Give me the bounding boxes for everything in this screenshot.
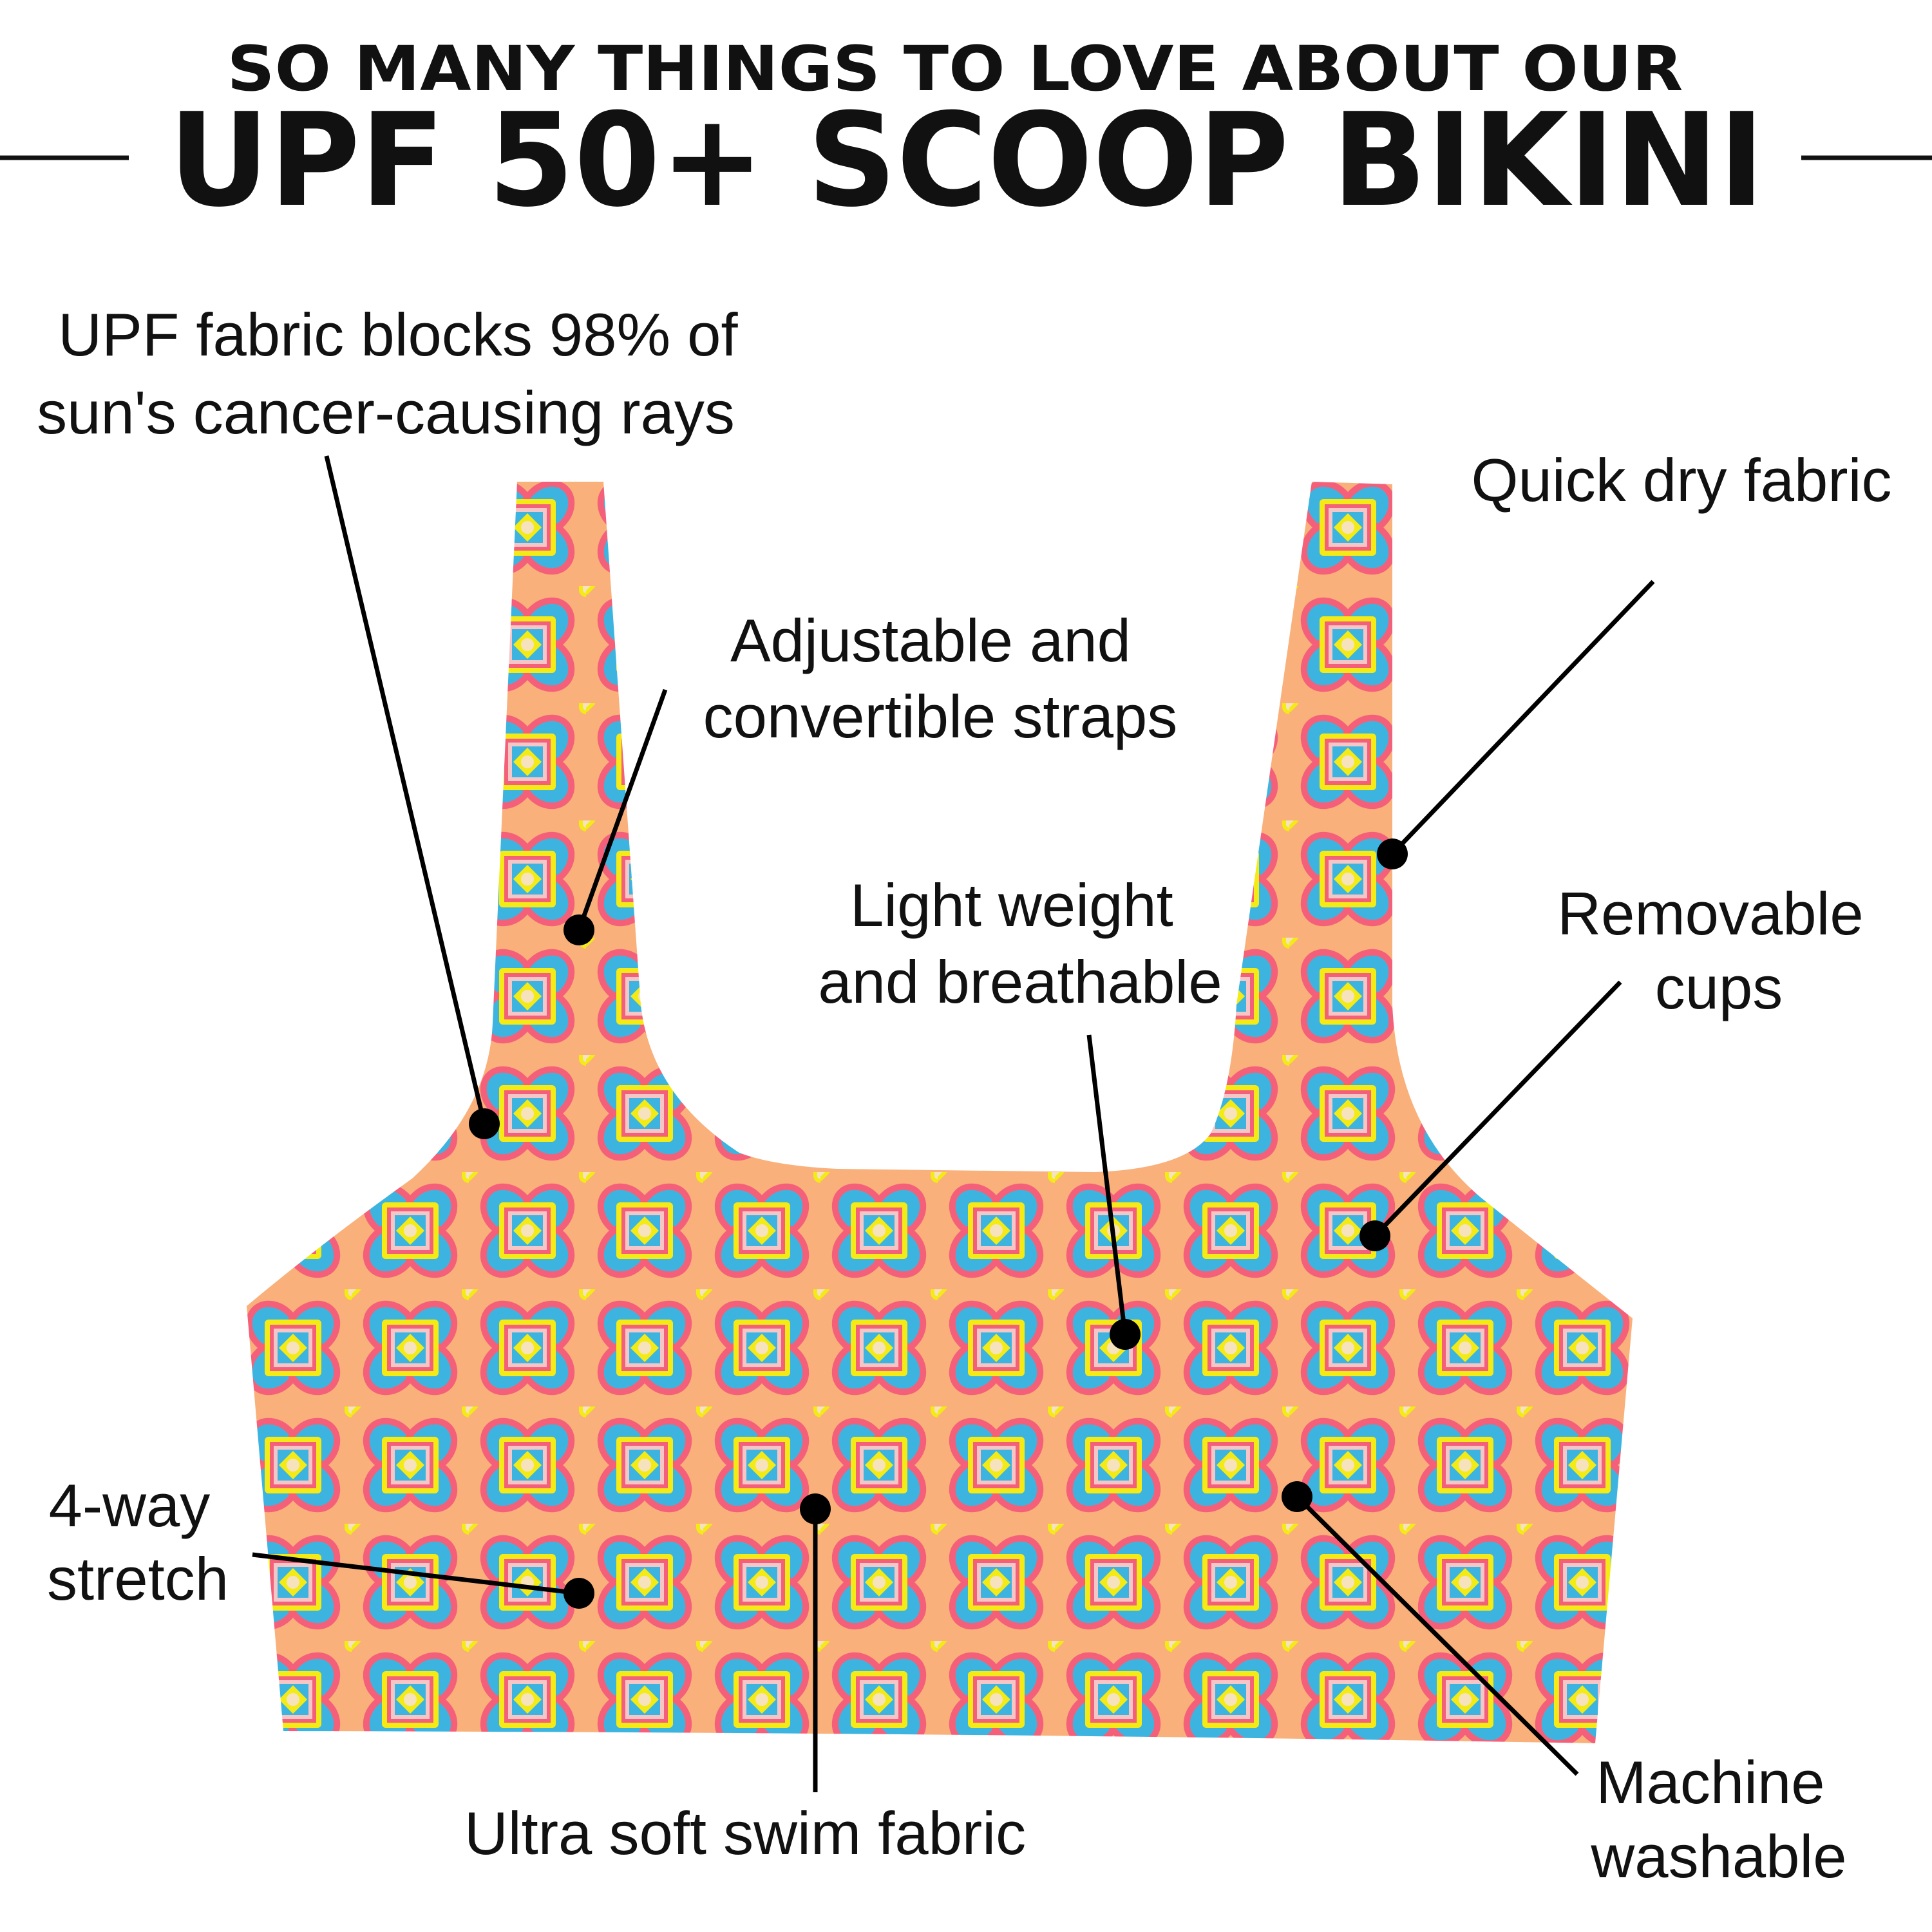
callout-soft — [800, 1493, 831, 1792]
callout-quick-dry — [1377, 580, 1655, 869]
feature-label-washable: Machine washable — [1590, 1748, 1846, 1890]
feature-label-lightweight: Light weight and breathable — [818, 871, 1222, 1016]
header-subtitle: SO MANY THINGS TO LOVE ABOUT OUR — [227, 33, 1683, 105]
feature-label-soft: Ultra soft swim fabric — [464, 1799, 1026, 1867]
feature-label-straps: Adjustable and convertible straps — [703, 607, 1178, 750]
feature-label-upf: UPF fabric blocks 98% of sun's cancer-ca… — [37, 301, 755, 446]
callout-straps — [564, 688, 668, 945]
callout-stretch — [252, 1552, 594, 1609]
callout-washable — [1282, 1481, 1579, 1776]
callout-upf — [324, 455, 500, 1139]
feature-label-cups: Removable cups — [1557, 880, 1880, 1021]
feature-label-quick-dry: Quick dry fabric — [1472, 446, 1892, 514]
header-title: UPF 50+ SCOOP BIKINI — [169, 86, 1765, 236]
callout-lightweight — [1086, 1034, 1141, 1350]
bikini-top-image — [247, 482, 1633, 1743]
callout-cups — [1359, 980, 1622, 1251]
feature-label-stretch: 4-way stretch — [47, 1472, 229, 1613]
